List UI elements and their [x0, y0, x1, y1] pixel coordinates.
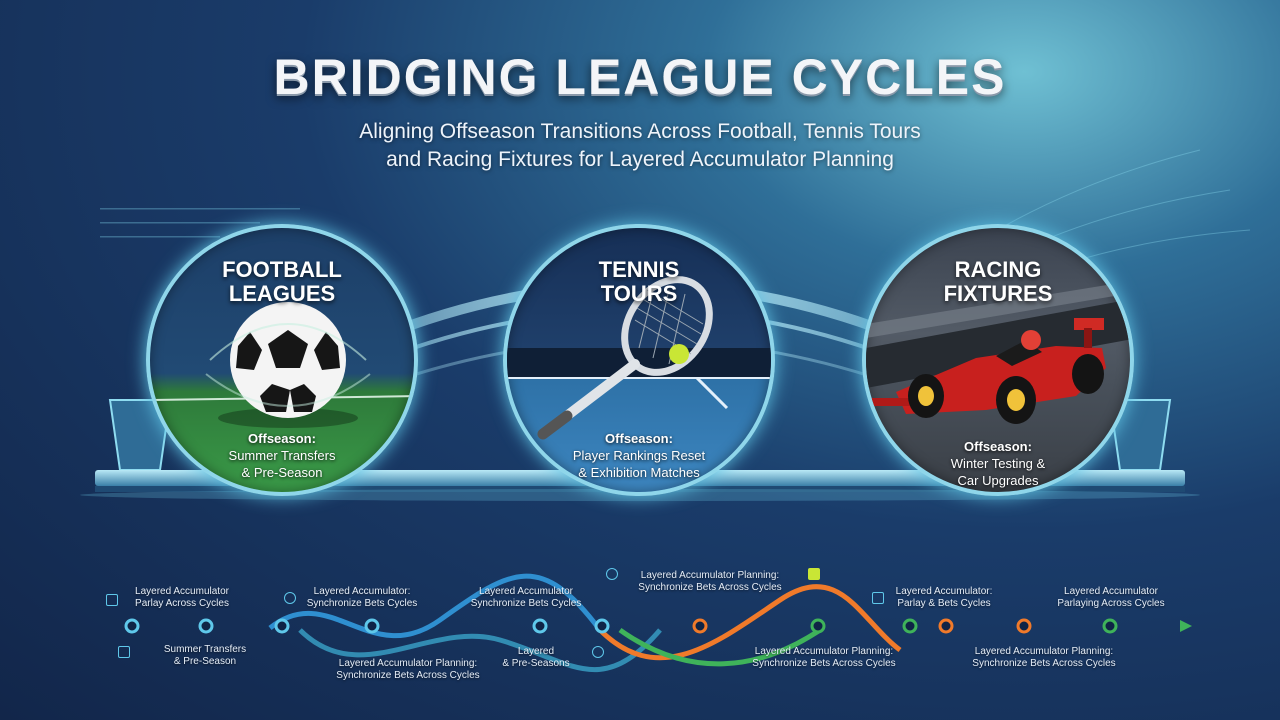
timeline-top-label: Layered Accumulator Parlaying Across Cyc…: [1057, 586, 1165, 609]
bridge-pillars: [108, 399, 1172, 471]
football-scene: [150, 302, 414, 428]
soccer-ball-icon: [606, 568, 618, 580]
soccer-ball-icon: [205, 302, 371, 428]
timeline-top-label: Layered Accumulator Synchronize Bets Cyc…: [470, 586, 582, 609]
timeline-bottom-label: Summer Transfers & Pre-Season: [163, 644, 247, 667]
football-title: FOOTBALL LEAGUES: [222, 257, 342, 306]
timeline-top-label: Layered Accumulator: Parlay & Bets Cycle…: [895, 586, 993, 609]
timeline-top-label: Layered Accumulator Parlay Across Cycles: [135, 586, 229, 609]
tennis-ball-icon: [592, 646, 604, 658]
timeline-bottom-label: Layered & Pre-Seasons: [502, 646, 570, 669]
subtitle-line-2: and Racing Fixtures for Layered Accumula…: [386, 148, 894, 171]
timeline-nodes: [124, 618, 1118, 634]
football-offseason: Offseason: Summer Transfers & Pre-Season: [228, 431, 336, 480]
timeline-top-label: Layered Accumulator Planning: Synchroniz…: [638, 570, 782, 593]
tennis-title: TENNIS TOURS: [598, 257, 680, 306]
ticket-icon: [284, 592, 296, 604]
tech-grid-left: [100, 208, 300, 238]
tennis-ball-icon: [669, 344, 689, 364]
page-title: BRIDGING LEAGUE CYCLES: [273, 49, 1007, 105]
racing-offseason: Offseason: Winter Testing & Car Upgrades: [950, 439, 1046, 488]
timeline-graphic: [90, 573, 1192, 673]
timeline-bottom-label: Layered Accumulator Planning: Synchroniz…: [972, 646, 1116, 669]
panel-tennis: TENNIS TOURS Offseason: Player Rankings …: [503, 224, 775, 496]
race-car-icon: [872, 318, 1106, 424]
racing-title: RACING FIXTURES: [943, 257, 1053, 306]
calendar-icon: [106, 594, 118, 606]
tennis-scene: [507, 276, 771, 440]
calendar-icon: [118, 646, 130, 658]
racing-scene: [866, 281, 1130, 424]
tennis-offseason: Offseason: Player Rankings Reset & Exhib…: [572, 431, 706, 480]
panel-racing: RACING FIXTURES Offseason: Winter Testin…: [862, 224, 1134, 496]
timeline-top-label: Layered Accumulator: Synchronize Bets Cy…: [306, 586, 418, 609]
timeline-waves: [268, 573, 902, 673]
trophy-icon: [808, 568, 820, 580]
panel-football: FOOTBALL LEAGUES Offseason: Summer Trans…: [146, 224, 418, 496]
timeline-arrow-icon: [1180, 620, 1192, 632]
page-subtitle: Aligning Offseason Transitions Across Fo…: [0, 118, 1280, 174]
timeline-bottom-label: Layered Accumulator Planning: Synchroniz…: [752, 646, 896, 669]
calendar-icon: [872, 592, 884, 604]
timeline-bottom-label: Layered Accumulator Planning: Synchroniz…: [336, 658, 480, 681]
subtitle-line-1: Aligning Offseason Transitions Across Fo…: [359, 120, 921, 143]
